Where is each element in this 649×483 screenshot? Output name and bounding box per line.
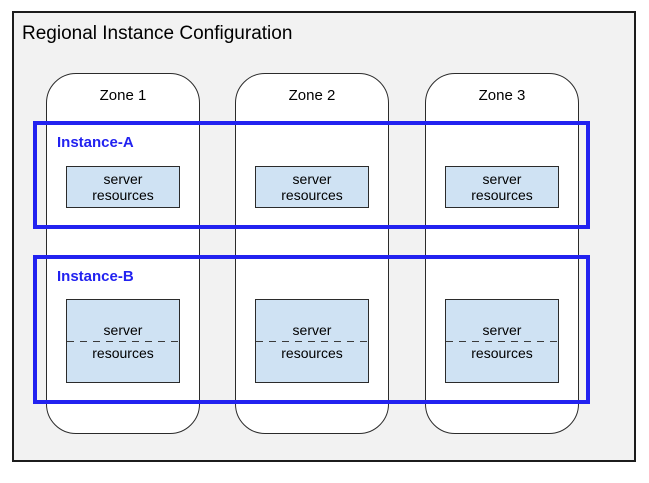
server-resources-box-instance-b-zone-3: server resources xyxy=(445,299,559,383)
zone-1-label: Zone 1 xyxy=(99,87,147,104)
zone-2: Zone 2 server resources server resources xyxy=(235,73,389,434)
instance-b-label: Instance-B xyxy=(57,268,134,285)
server-resources-label-line1: server xyxy=(103,321,143,338)
instance-a-boundary: Instance-A xyxy=(33,121,590,229)
server-resources-label-line2: resources xyxy=(92,187,154,203)
server-resources-label-line2: resources xyxy=(281,344,343,361)
server-resources-label-line1: server xyxy=(292,171,332,187)
zone-2-label: Zone 2 xyxy=(288,87,336,104)
server-resources-label-line1: server xyxy=(482,171,522,187)
diagram-title: Regional Instance Configuration xyxy=(22,23,293,44)
split-divider-line xyxy=(256,340,368,342)
server-resources-label-line1: server xyxy=(292,321,332,338)
server-resources-box-instance-b-zone-1: server resources xyxy=(66,299,180,383)
server-resources-box-instance-b-zone-2: server resources xyxy=(255,299,369,383)
server-resources-label-line2: resources xyxy=(281,187,343,203)
zone-3: Zone 3 server resources server resources xyxy=(425,73,579,434)
server-resources-box-instance-a-zone-2: server resources xyxy=(255,166,369,208)
server-resources-label-line2: resources xyxy=(471,187,533,203)
instance-a-label: Instance-A xyxy=(57,134,134,151)
instance-b-boundary: Instance-B xyxy=(33,255,590,404)
server-resources-label-line2: resources xyxy=(92,344,154,361)
server-resources-label-line2: resources xyxy=(471,344,533,361)
zone-1: Zone 1 server resources server resources xyxy=(46,73,200,434)
region-box: Regional Instance Configuration Zone 1 s… xyxy=(12,11,636,462)
zone-3-label: Zone 3 xyxy=(478,87,526,104)
server-resources-label-line1: server xyxy=(482,321,522,338)
server-resources-box-instance-a-zone-3: server resources xyxy=(445,166,559,208)
server-resources-label-line1: server xyxy=(103,171,143,187)
server-resources-box-instance-a-zone-1: server resources xyxy=(66,166,180,208)
split-divider-line xyxy=(446,340,558,342)
split-divider-line xyxy=(67,340,179,342)
